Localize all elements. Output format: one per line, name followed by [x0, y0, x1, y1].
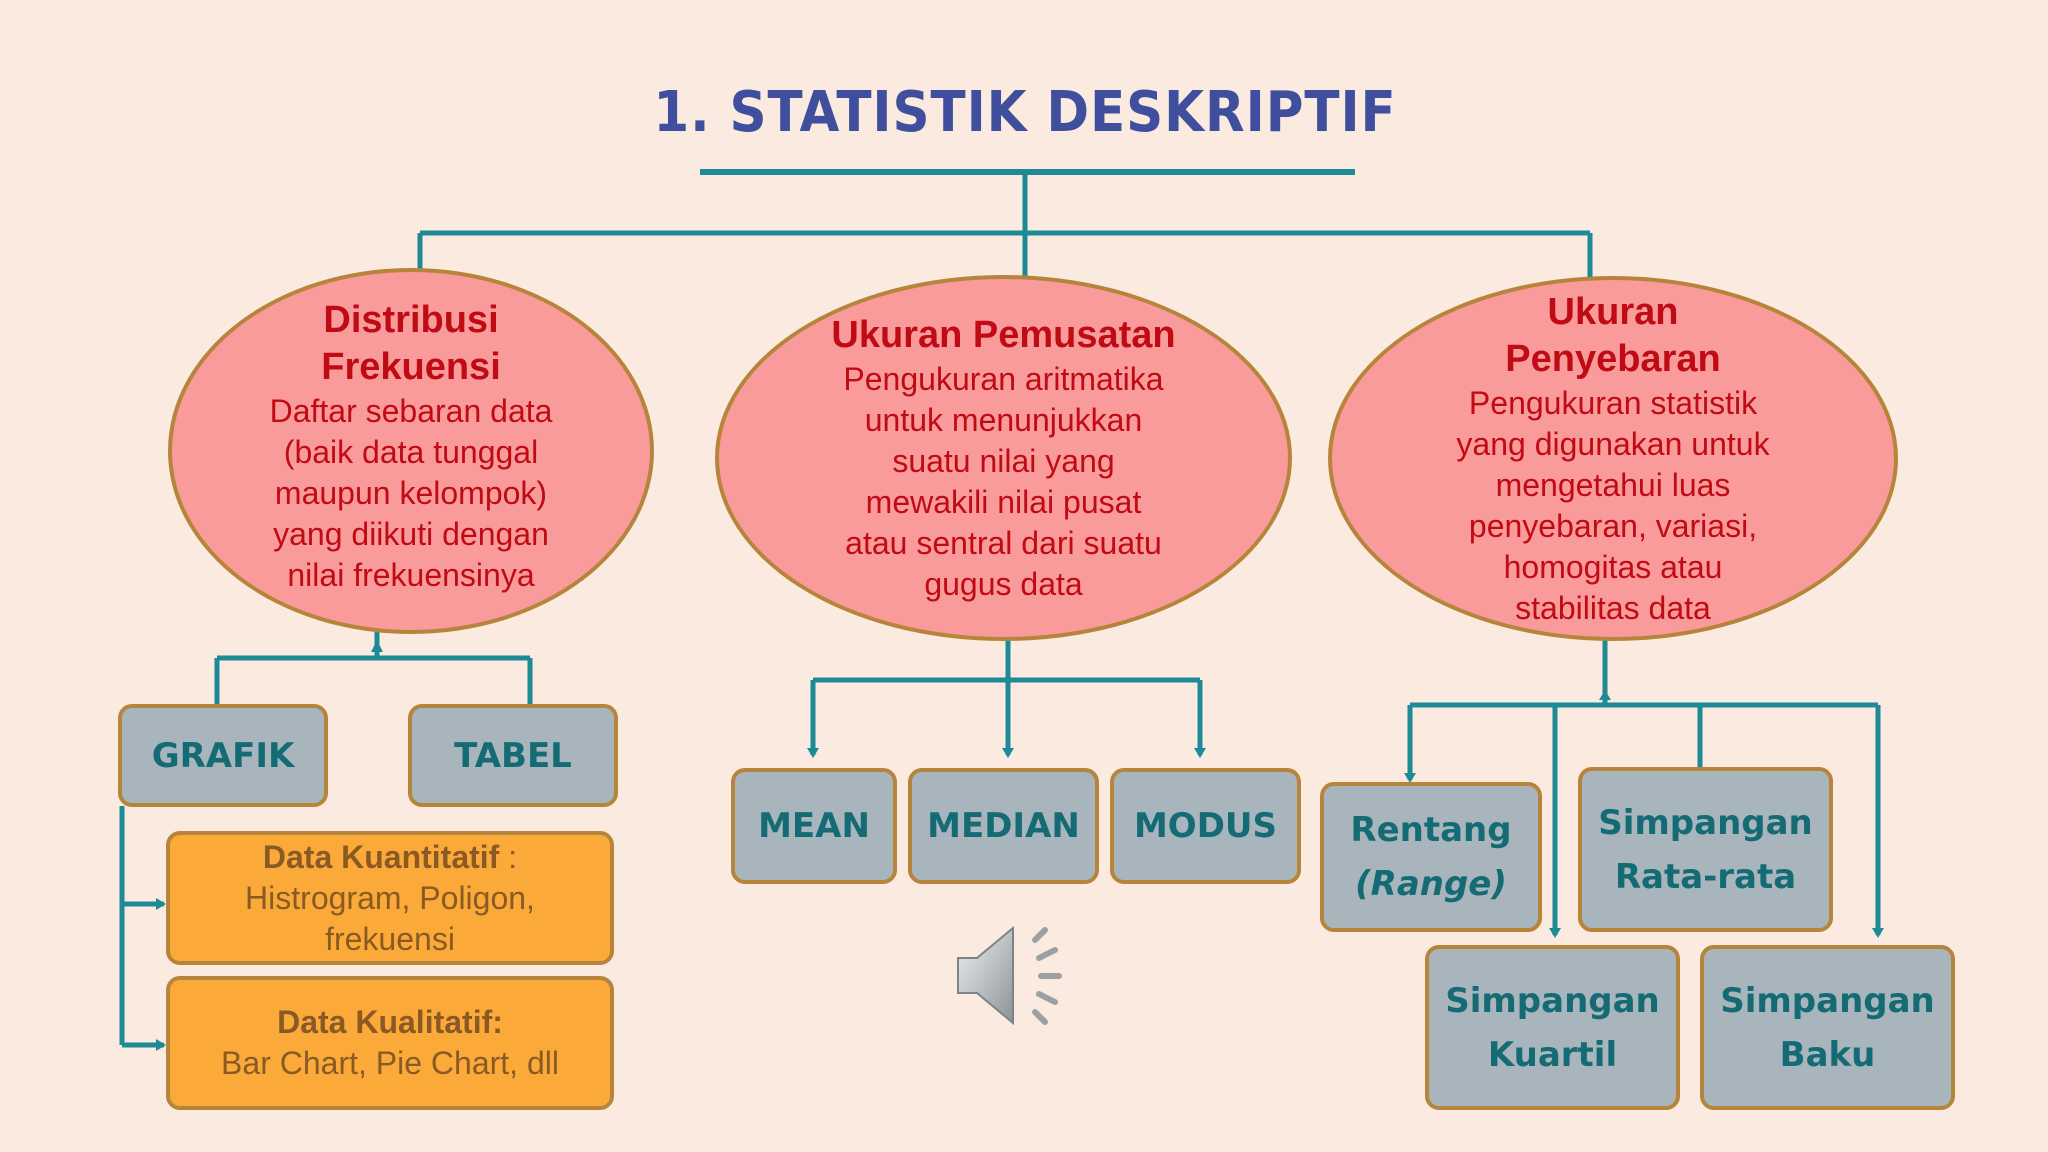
box-simpangan-rata-rata: Simpangan Rata-rata — [1578, 767, 1833, 932]
box-text: Bar Chart, Pie Chart, dll — [221, 1045, 559, 1081]
box-data-kuantitatif: Data Kuantitatif : Histrogram, Poligon, … — [166, 831, 614, 965]
box-text: frekuensi — [325, 920, 455, 957]
box-median: MEDIAN — [908, 768, 1099, 884]
node-ukuran-pemusatan: Ukuran Pemusatan Pengukuran aritmatika u… — [715, 275, 1292, 641]
box-label-italic: (Range) — [1355, 864, 1507, 904]
box-modus: MODUS — [1110, 768, 1301, 884]
box-label: TABEL — [454, 735, 572, 776]
node-description: Pengukuran aritmatika — [843, 360, 1164, 397]
box-simpangan-baku: Simpangan Baku — [1700, 945, 1955, 1110]
node-description: suatu nilai yang — [892, 442, 1115, 479]
node-description: mengetahui luas — [1495, 466, 1731, 503]
box-label: Baku — [1779, 1034, 1876, 1075]
box-text: Histrogram, Poligon, — [245, 879, 535, 916]
node-title: Ukuran — [1547, 290, 1679, 333]
node-description: stabilitas data — [1515, 589, 1711, 626]
node-ukuran-penyebaran: Ukuran Penyebaran Pengukuran statistik y… — [1328, 276, 1898, 641]
node-description: nilai frekuensinya — [287, 556, 535, 593]
box-title-separator: : — [499, 838, 518, 875]
node-distribusi-frekuensi: Distribusi Frekuensi Daftar sebaran data… — [168, 268, 654, 634]
node-description: penyebaran, variasi, — [1468, 507, 1758, 544]
box-label: Rentang — [1350, 810, 1512, 850]
speaker-icon[interactable] — [955, 918, 1090, 1033]
node-title: Frekuensi — [321, 345, 501, 388]
node-description: (baik data tunggal — [283, 433, 539, 470]
box-rentang: Rentang (Range) — [1320, 782, 1542, 932]
box-label: Simpangan — [1598, 802, 1813, 843]
node-description: homogitas atau — [1503, 548, 1723, 585]
node-description: yang digunakan untuk — [1456, 425, 1770, 462]
node-description: gugus data — [924, 565, 1083, 602]
node-title: Penyebaran — [1505, 337, 1721, 380]
box-label: MEDIAN — [927, 806, 1080, 846]
box-label: GRAFIK — [151, 735, 295, 776]
box-label: Rata-rata — [1614, 856, 1797, 897]
node-description: atau sentral dari suatu — [845, 524, 1162, 561]
box-grafik: GRAFIK — [118, 704, 328, 807]
page-title: 1. STATISTIK DESKRIPTIF — [653, 80, 1397, 145]
box-title-line: Data Kuantitatif : — [263, 837, 517, 878]
node-title: Distribusi — [323, 298, 499, 341]
box-tabel: TABEL — [408, 704, 618, 807]
box-label: MEAN — [758, 806, 870, 846]
node-description: maupun kelompok) — [274, 474, 548, 511]
box-title: Data Kuantitatif — [262, 838, 500, 875]
node-description: yang diikuti dengan — [273, 515, 549, 552]
box-label: Simpangan — [1445, 980, 1660, 1021]
box-data-kualitatif: Data Kualitatif: Bar Chart, Pie Chart, d… — [166, 976, 614, 1110]
box-title: Data Kualitatif: — [277, 1004, 503, 1040]
box-mean: MEAN — [731, 768, 897, 884]
node-description: mewakili nilai pusat — [865, 483, 1142, 520]
box-label: MODUS — [1133, 806, 1278, 846]
box-label: Simpangan — [1720, 980, 1935, 1021]
node-description: untuk menunjukkan — [864, 401, 1143, 438]
box-label: Kuartil — [1487, 1034, 1618, 1075]
box-simpangan-kuartil: Simpangan Kuartil — [1425, 945, 1680, 1110]
node-title: Ukuran Pemusatan — [831, 313, 1176, 356]
node-description: Daftar sebaran data — [269, 392, 553, 429]
node-description: Pengukuran statistik — [1468, 384, 1758, 421]
